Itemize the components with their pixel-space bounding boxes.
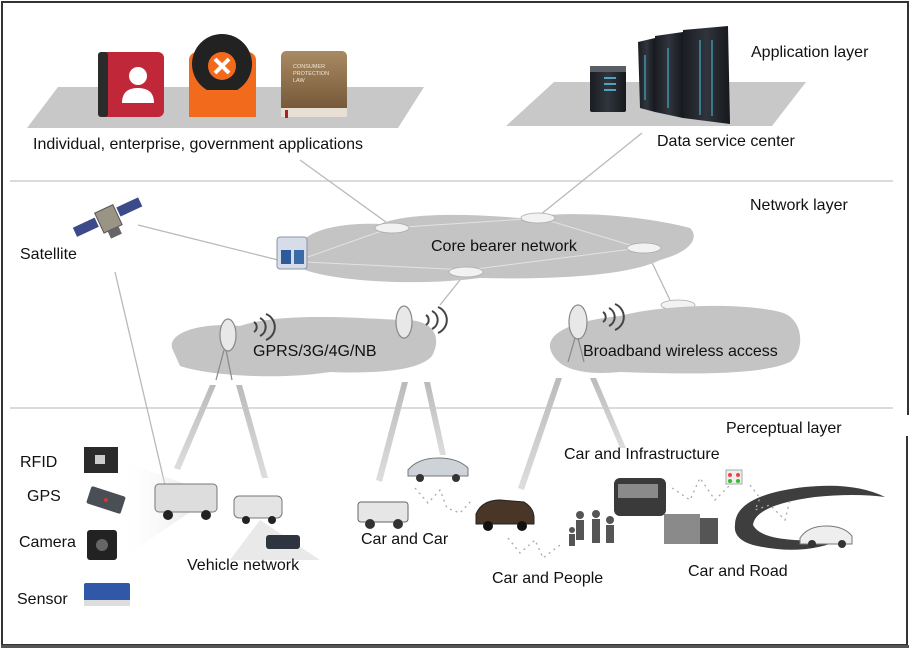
antenna-dish-icon bbox=[395, 305, 448, 339]
device-label-camera: Camera bbox=[19, 534, 76, 551]
satellite-label: Satellite bbox=[20, 246, 77, 263]
v2x-dotted-links bbox=[414, 476, 791, 560]
law-book-text-3: LAW bbox=[293, 78, 306, 84]
rfid-reader-icon bbox=[84, 447, 118, 473]
sedan-white-icon bbox=[799, 525, 853, 548]
broadband-label: Broadband wireless access bbox=[583, 343, 778, 360]
server-racks-icon bbox=[638, 26, 730, 124]
application-layer-label: Application layer bbox=[751, 44, 869, 61]
gateway-switch-icon bbox=[276, 236, 308, 270]
device-label-sensor: Sensor bbox=[17, 591, 68, 608]
car-and-infrastructure-label: Car and Infrastructure bbox=[564, 446, 720, 463]
vinyl-record-app-icon bbox=[189, 34, 256, 117]
core-network-label: Core bearer network bbox=[431, 238, 577, 255]
frame-border-right-lower bbox=[906, 436, 908, 648]
sedan-silver-icon bbox=[407, 457, 469, 482]
rv-motorhome-icon bbox=[154, 483, 218, 520]
truck-icon bbox=[664, 514, 718, 544]
car-and-road-label: Car and Road bbox=[688, 563, 788, 580]
van-icon bbox=[233, 495, 283, 524]
contacts-book-icon bbox=[98, 52, 164, 117]
data-service-center-label: Data service center bbox=[657, 133, 795, 150]
curved-road-icon bbox=[734, 485, 885, 550]
apps-label: Individual, enterprise, government appli… bbox=[33, 136, 363, 153]
sensor-icon bbox=[84, 583, 130, 606]
cellular-cloud bbox=[171, 317, 437, 377]
traffic-light-icon bbox=[725, 469, 743, 485]
gps-device-icon bbox=[86, 486, 126, 514]
law-book-text-1: CONSUMER bbox=[293, 64, 325, 70]
frame-border-right bbox=[907, 1, 909, 415]
antenna-broadband-icon bbox=[567, 303, 625, 363]
suv-brown-icon bbox=[475, 499, 535, 531]
law-book-text-2: PROTECTION bbox=[293, 71, 329, 77]
device-label-rfid: RFID bbox=[20, 454, 58, 471]
network-layer-label: Network layer bbox=[750, 197, 848, 214]
cellular-network-label: GPRS/3G/4G/NB bbox=[253, 343, 377, 360]
broadband-cloud bbox=[549, 305, 801, 374]
server-small-icon bbox=[590, 66, 626, 112]
perceptual-layer-label: Perceptual layer bbox=[726, 420, 842, 437]
camera-icon bbox=[87, 530, 117, 560]
vehicle-network-label: Vehicle network bbox=[187, 557, 300, 574]
car-and-car-label: Car and Car bbox=[361, 531, 449, 548]
bus-icon bbox=[614, 478, 666, 516]
device-label-gps: GPS bbox=[27, 488, 61, 505]
jeep-icon bbox=[357, 501, 409, 529]
car-and-people-label: Car and People bbox=[492, 570, 604, 587]
antenna-tower-icon bbox=[215, 313, 276, 381]
satellite-icon bbox=[72, 197, 143, 239]
frame-border-bottom bbox=[1, 645, 909, 648]
people-group-icon bbox=[569, 510, 614, 546]
signal-beams bbox=[174, 378, 626, 490]
vehicle-terminal-icon bbox=[266, 535, 300, 549]
router-nodes bbox=[374, 212, 696, 311]
consumer-protection-law-book-icon: CONSUMER PROTECTION LAW bbox=[281, 51, 347, 118]
